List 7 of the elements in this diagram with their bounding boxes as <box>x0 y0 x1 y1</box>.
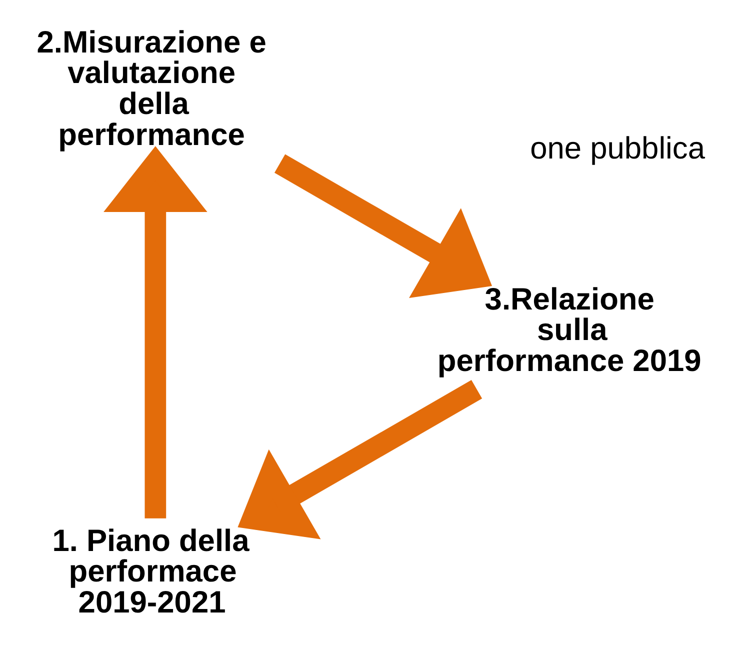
arrow <box>104 146 208 518</box>
arrow <box>238 380 482 539</box>
node-text: 1. Piano della performace 2019-2021 <box>52 522 250 619</box>
node-text: 3.Relazione sulla performance 2019 <box>437 280 702 378</box>
node-text: 2.Misurazione e valutazione della performance <box>36 24 266 152</box>
label: one pubblica <box>530 130 705 166</box>
arrow <box>274 154 492 298</box>
